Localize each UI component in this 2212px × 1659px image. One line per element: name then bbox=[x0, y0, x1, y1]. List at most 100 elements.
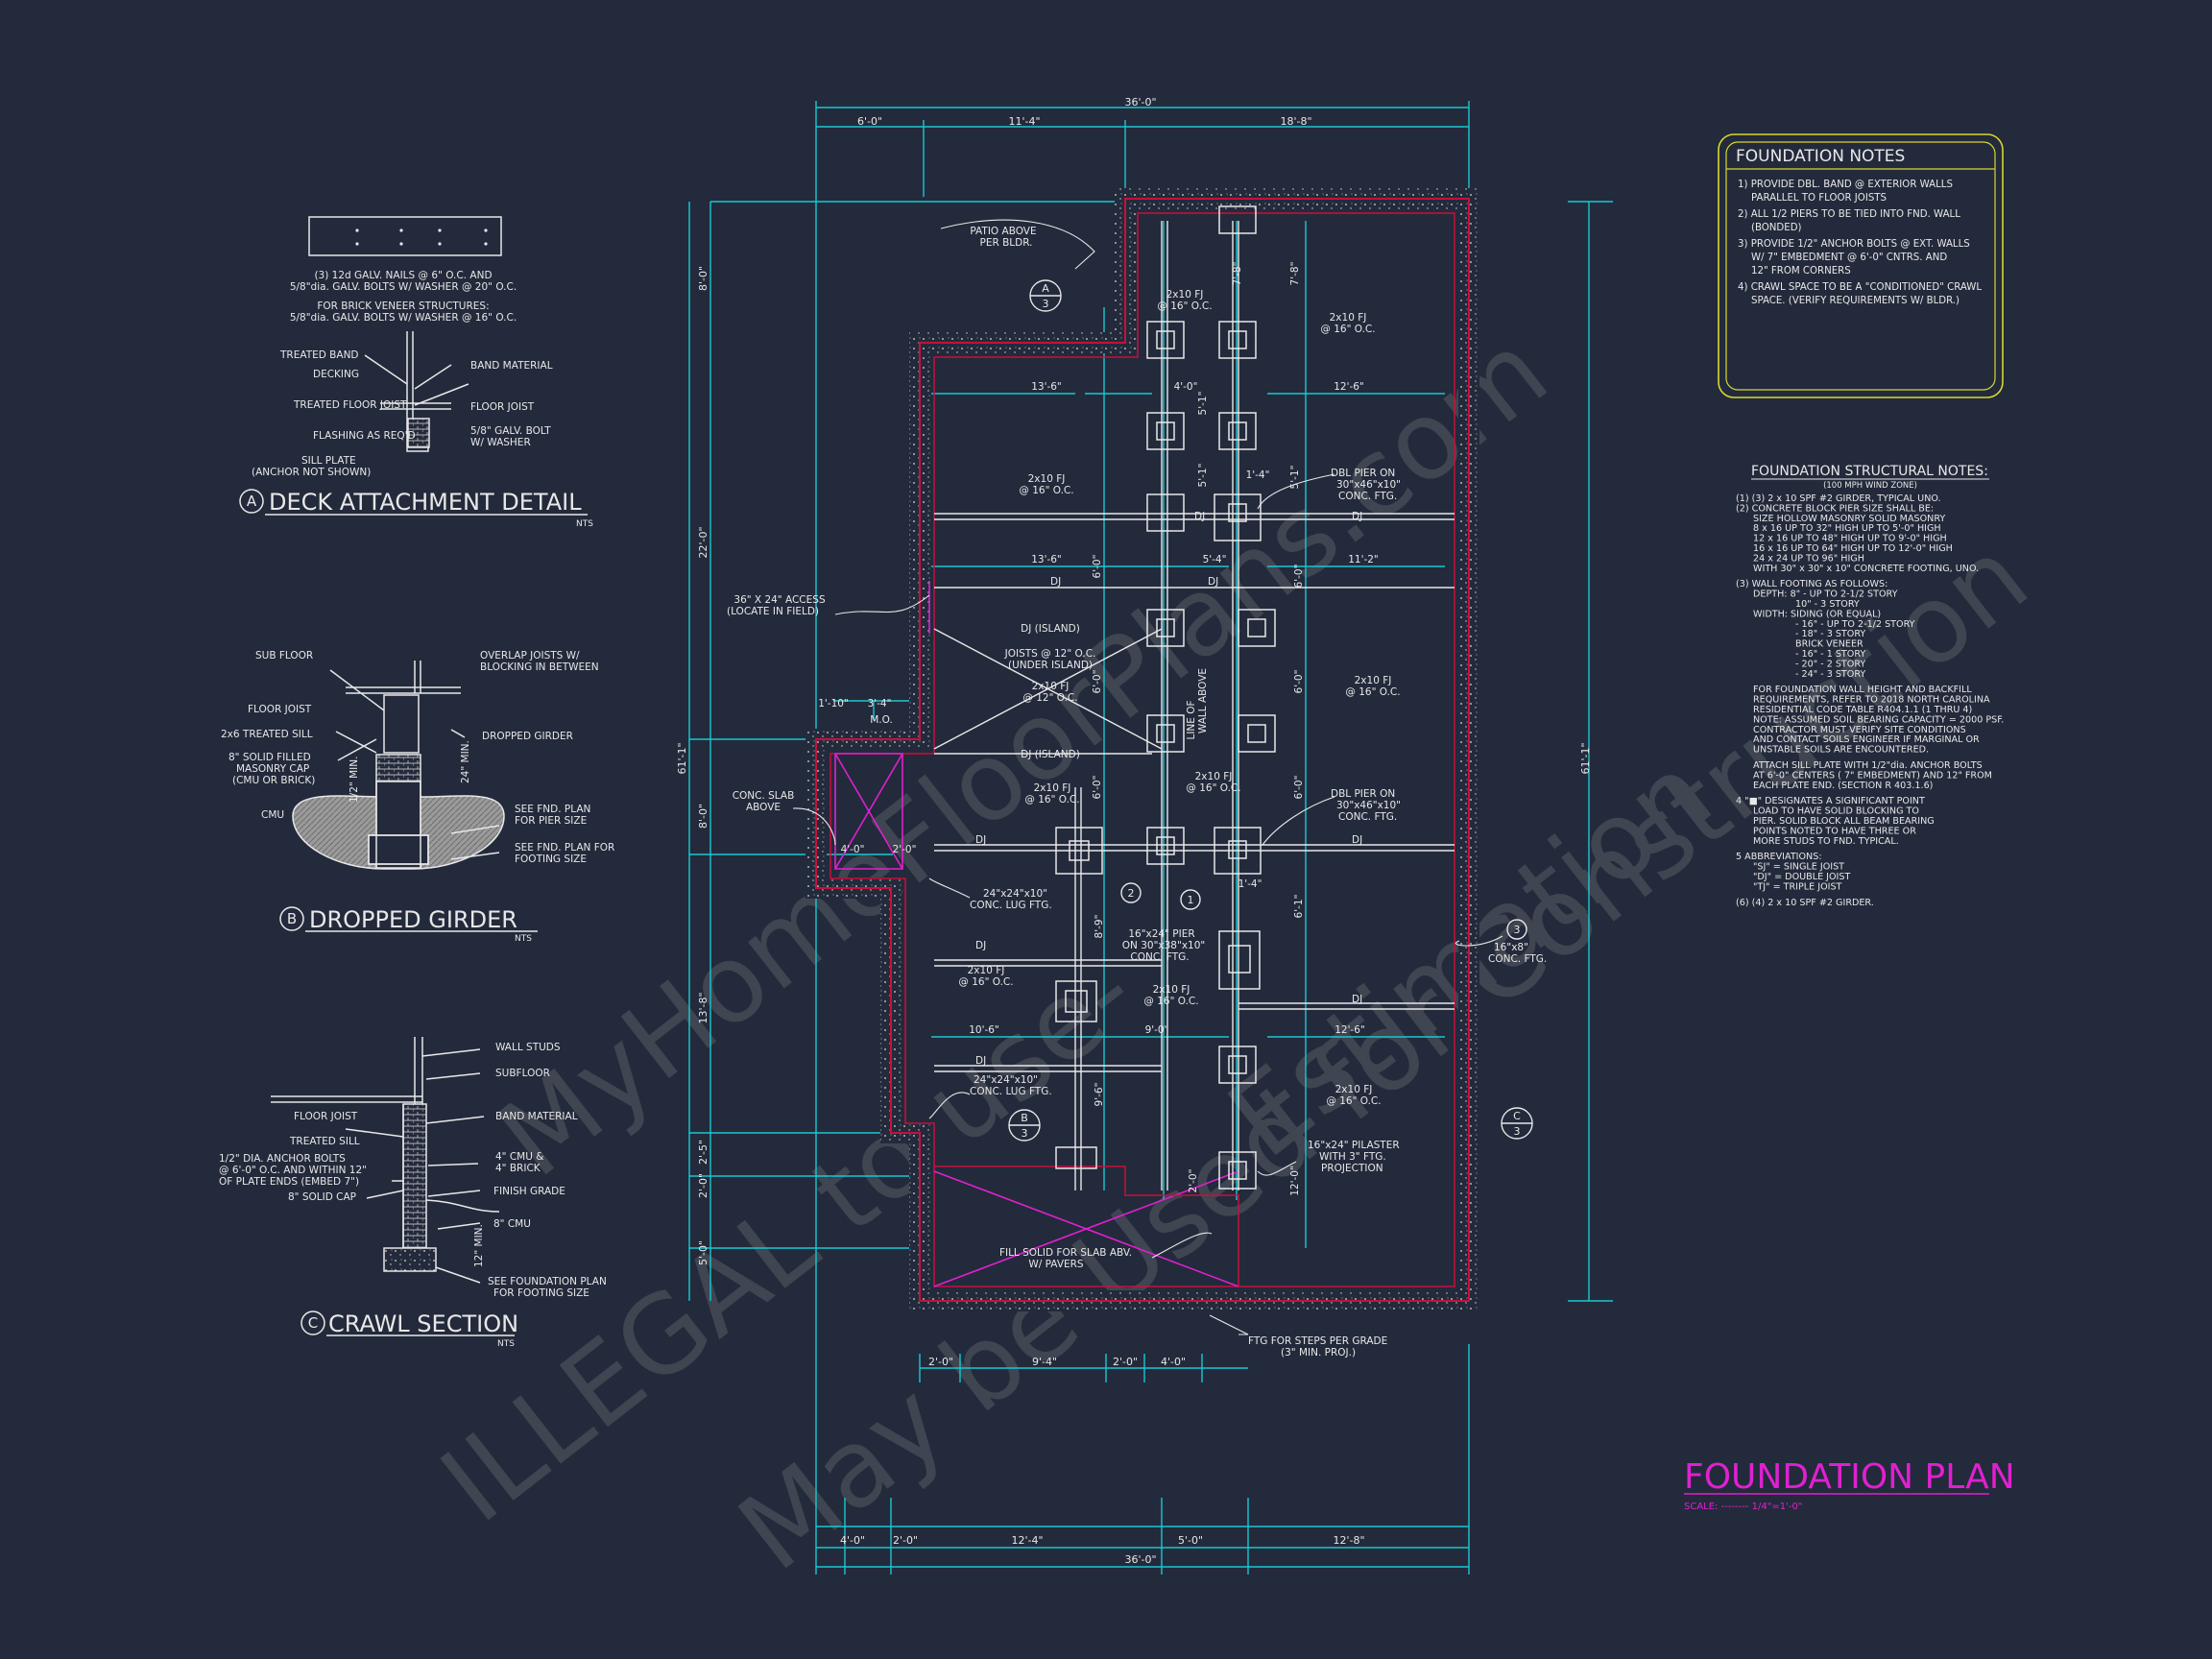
dim-bottom-4: 5'-0" bbox=[1178, 1534, 1203, 1547]
deck-note-1: (3) 12d GALV. NAILS @ 6" O.C. AND bbox=[314, 270, 492, 281]
girder-label-footing-size: FOOTING SIZE bbox=[515, 854, 587, 865]
label-d-13-6b: 13'-6" bbox=[1031, 554, 1062, 565]
structural-note-line: 10" - 3 STORY bbox=[1795, 599, 1860, 610]
callout-3: 3 bbox=[1514, 924, 1521, 936]
crawl-label-8-cmu: 8" CMU bbox=[493, 1218, 531, 1230]
girder-label-floor-joist: FLOOR JOIST bbox=[248, 704, 312, 715]
structural-note-line: - 20" - 2 STORY bbox=[1795, 659, 1865, 669]
deck-label-bolt: 5/8" GALV. BOLT bbox=[470, 425, 551, 437]
label-d-9-0: 9'-0" bbox=[1145, 1024, 1169, 1036]
structural-note-line: 5 ABBREVIATIONS: bbox=[1736, 852, 1822, 862]
label-dbl-pier-1: DBL PIER ON bbox=[1331, 468, 1395, 479]
label-d-6-1: 6'-1" bbox=[1293, 895, 1305, 919]
label-d-8-9: 8'-9" bbox=[1094, 915, 1105, 939]
girder-label-treated-sill: 2x6 TREATED SILL bbox=[221, 729, 313, 740]
callout-a-sheet: 3 bbox=[1043, 298, 1049, 310]
structural-note-line: DEPTH: 8" - UP TO 2-1/2 STORY bbox=[1753, 589, 1898, 600]
label-d-6-0f: 6'-0" bbox=[1293, 776, 1305, 800]
fnd-note-3c: 12" FROM CORNERS bbox=[1751, 266, 1851, 276]
label-ftg3: 16"x8" bbox=[1494, 942, 1528, 953]
girder-detail-text: SUB FLOOR FLOOR JOIST 2x6 TREATED SILL 8… bbox=[221, 650, 614, 944]
label-steps: FTG FOR STEPS PER GRADE bbox=[1248, 1335, 1387, 1347]
girder-label-dropped-girder: DROPPED GIRDER bbox=[482, 731, 573, 742]
deck-detail-nts: NTS bbox=[576, 519, 593, 529]
dim-left-b: 22'-0" bbox=[697, 526, 709, 558]
dim-left-overall: 61'-1" bbox=[676, 742, 688, 774]
structural-note-line: CONTRACTOR MUST VERIFY SITE CONDITIONS bbox=[1753, 725, 1966, 735]
label-fj-10: 2x10 FJ bbox=[1032, 681, 1070, 692]
crawl-label-brick: 4" BRICK bbox=[495, 1163, 541, 1174]
label-dj-7: DJ bbox=[975, 940, 986, 951]
structural-note-line: PIER. SOLID BLOCK ALL BEAM BEARING bbox=[1753, 816, 1935, 827]
label-slab: CONC. SLAB bbox=[733, 790, 795, 802]
crawl-detail-letter: C bbox=[308, 1314, 318, 1332]
label-d-2-0c: 2'-0" bbox=[893, 844, 917, 855]
label-d-11-2: 11'-2" bbox=[1348, 554, 1379, 565]
dim-bottom-5: 12'-8" bbox=[1333, 1534, 1364, 1547]
girder-label-see-fnd-2: SEE FND. PLAN FOR bbox=[515, 842, 614, 854]
label-d-6-0a: 6'-0" bbox=[1092, 555, 1103, 579]
dim-left-d: 13'-8" bbox=[697, 992, 709, 1023]
label-d-6-0e: 6'-0" bbox=[1293, 670, 1305, 694]
label-d-5-1: 5'-1" bbox=[1197, 392, 1209, 416]
deck-attachment-detail bbox=[239, 216, 588, 516]
structural-note-line: "DJ" = DOUBLE JOIST bbox=[1753, 872, 1850, 882]
crawl-label-floor-joist: FLOOR JOIST bbox=[294, 1111, 358, 1122]
structural-notes-subtitle: (100 MPH WIND ZONE) bbox=[1823, 481, 1917, 491]
fnd-note-3b: W/ 7" EMBEDMENT @ 6'-0" CNTRS. AND bbox=[1751, 252, 1947, 263]
girder-label-pier-size: FOR PIER SIZE bbox=[515, 815, 587, 827]
note-callout-2 bbox=[1120, 882, 1142, 903]
label-pilaster: 16"x24" PILASTER bbox=[1308, 1140, 1400, 1151]
label-dj-island-1: DJ (ISLAND) bbox=[1021, 623, 1080, 635]
callout-2: 2 bbox=[1128, 887, 1135, 900]
label-d-3-4: 3'-4" bbox=[868, 698, 892, 709]
foundation-notes-box: FOUNDATION NOTES 1) PROVIDE DBL. BAND @ … bbox=[1718, 133, 2004, 398]
label-fj-3: 2x10 FJ bbox=[1028, 473, 1066, 485]
girder-label-blocking: BLOCKING IN BETWEEN bbox=[480, 661, 599, 673]
structural-note-line: AT 6'-0" CENTERS ( 7" EMBEDMENT) AND 12"… bbox=[1753, 770, 1992, 781]
crawl-label-footing-size: FOR FOOTING SIZE bbox=[493, 1287, 589, 1299]
crawl-label-band: BAND MATERIAL bbox=[495, 1111, 578, 1122]
fnd-note-2: 2) ALL 1/2 PIERS TO BE TIED INTO FND. WA… bbox=[1738, 209, 1960, 220]
label-d-1-10: 1'-10" bbox=[818, 698, 849, 709]
label-steps-2: (3" MIN. PROJ.) bbox=[1281, 1347, 1356, 1358]
girder-label-overlap: OVERLAP JOISTS W/ bbox=[480, 650, 580, 661]
fnd-note-4: 4) CRAWL SPACE TO BE A "CONDITIONED" CRA… bbox=[1738, 282, 1982, 293]
structural-note-line: (3) WALL FOOTING AS FOLLOWS: bbox=[1736, 579, 1887, 589]
note-callout-3 bbox=[1506, 919, 1527, 940]
dim-bottom-overall: 36'-0" bbox=[1124, 1553, 1156, 1566]
structural-note-line: (6) (4) 2 x 10 SPF #2 GIRDER. bbox=[1736, 898, 1874, 908]
label-fj-1: 2x10 FJ bbox=[1166, 289, 1204, 301]
girder-detail-letter: B bbox=[287, 910, 297, 927]
dim-inner-d: 4'-0" bbox=[1161, 1356, 1186, 1368]
label-d-12-0: 12'-0" bbox=[1289, 1166, 1301, 1196]
girder-label-masonry-cap: MASONRY CAP bbox=[236, 763, 309, 775]
label-slab-2: ABOVE bbox=[746, 802, 781, 813]
plan-dimension-text: 36'-0" 6'-0" 11'-4" 18'-8" 36'-0" 4'-0" … bbox=[676, 96, 1592, 1566]
girder-detail-title: DROPPED GIRDER bbox=[309, 906, 517, 933]
crawl-label-subfloor: SUBFLOOR bbox=[495, 1068, 550, 1079]
label-fj-9: 2x10 FJ bbox=[1335, 1084, 1373, 1095]
structural-note-line: FOR FOUNDATION WALL HEIGHT AND BACKFILL bbox=[1753, 685, 1972, 695]
structural-note-line: AND CONTACT SOILS ENGINEER IF MARGINAL O… bbox=[1753, 734, 1980, 745]
crawl-detail-nts: NTS bbox=[497, 1339, 515, 1349]
dim-left-g: 5'-0" bbox=[697, 1240, 709, 1265]
structural-note-line: "SJ" = SINGLE JOIST bbox=[1753, 862, 1844, 873]
label-d-5-1c: 5'-1" bbox=[1289, 466, 1301, 490]
structural-note-line: (2) CONCRETE BLOCK PIER SIZE SHALL BE: bbox=[1736, 503, 1934, 514]
dim-left-c: 8'-0" bbox=[697, 804, 709, 829]
structural-notes-lines: (1) (3) 2 x 10 SPF #2 GIRDER, TYPICAL UN… bbox=[1736, 493, 2004, 908]
slab-magenta-lines bbox=[834, 581, 1239, 1287]
girder-dim-half-min: 1/2" MIN. bbox=[349, 757, 360, 803]
structural-notes: FOUNDATION STRUCTURAL NOTES: (100 MPH WI… bbox=[1736, 464, 2004, 908]
label-lug-2b: CONC. LUG FTG. bbox=[970, 1086, 1052, 1097]
label-oc-3: @ 16" O.C. bbox=[1019, 485, 1073, 496]
crawl-dim-12min: 12" MIN. bbox=[473, 1224, 485, 1267]
crawl-label-finish-grade: FINISH GRADE bbox=[493, 1186, 565, 1197]
structural-note-line: SIZE HOLLOW MASONRY SOLID MASONRY bbox=[1753, 514, 1945, 524]
plan-callout-text: A 3 B 3 C 3 1 2 3 bbox=[1021, 282, 1521, 1140]
label-oc-9: @ 16" O.C. bbox=[1326, 1095, 1381, 1107]
structural-notes-title: FOUNDATION STRUCTURAL NOTES: bbox=[1751, 464, 1988, 479]
structural-note-line: LOAD TO HAVE SOLID BLOCKING TO bbox=[1753, 806, 1919, 817]
girder-label-see-fnd: SEE FND. PLAN bbox=[515, 804, 590, 815]
